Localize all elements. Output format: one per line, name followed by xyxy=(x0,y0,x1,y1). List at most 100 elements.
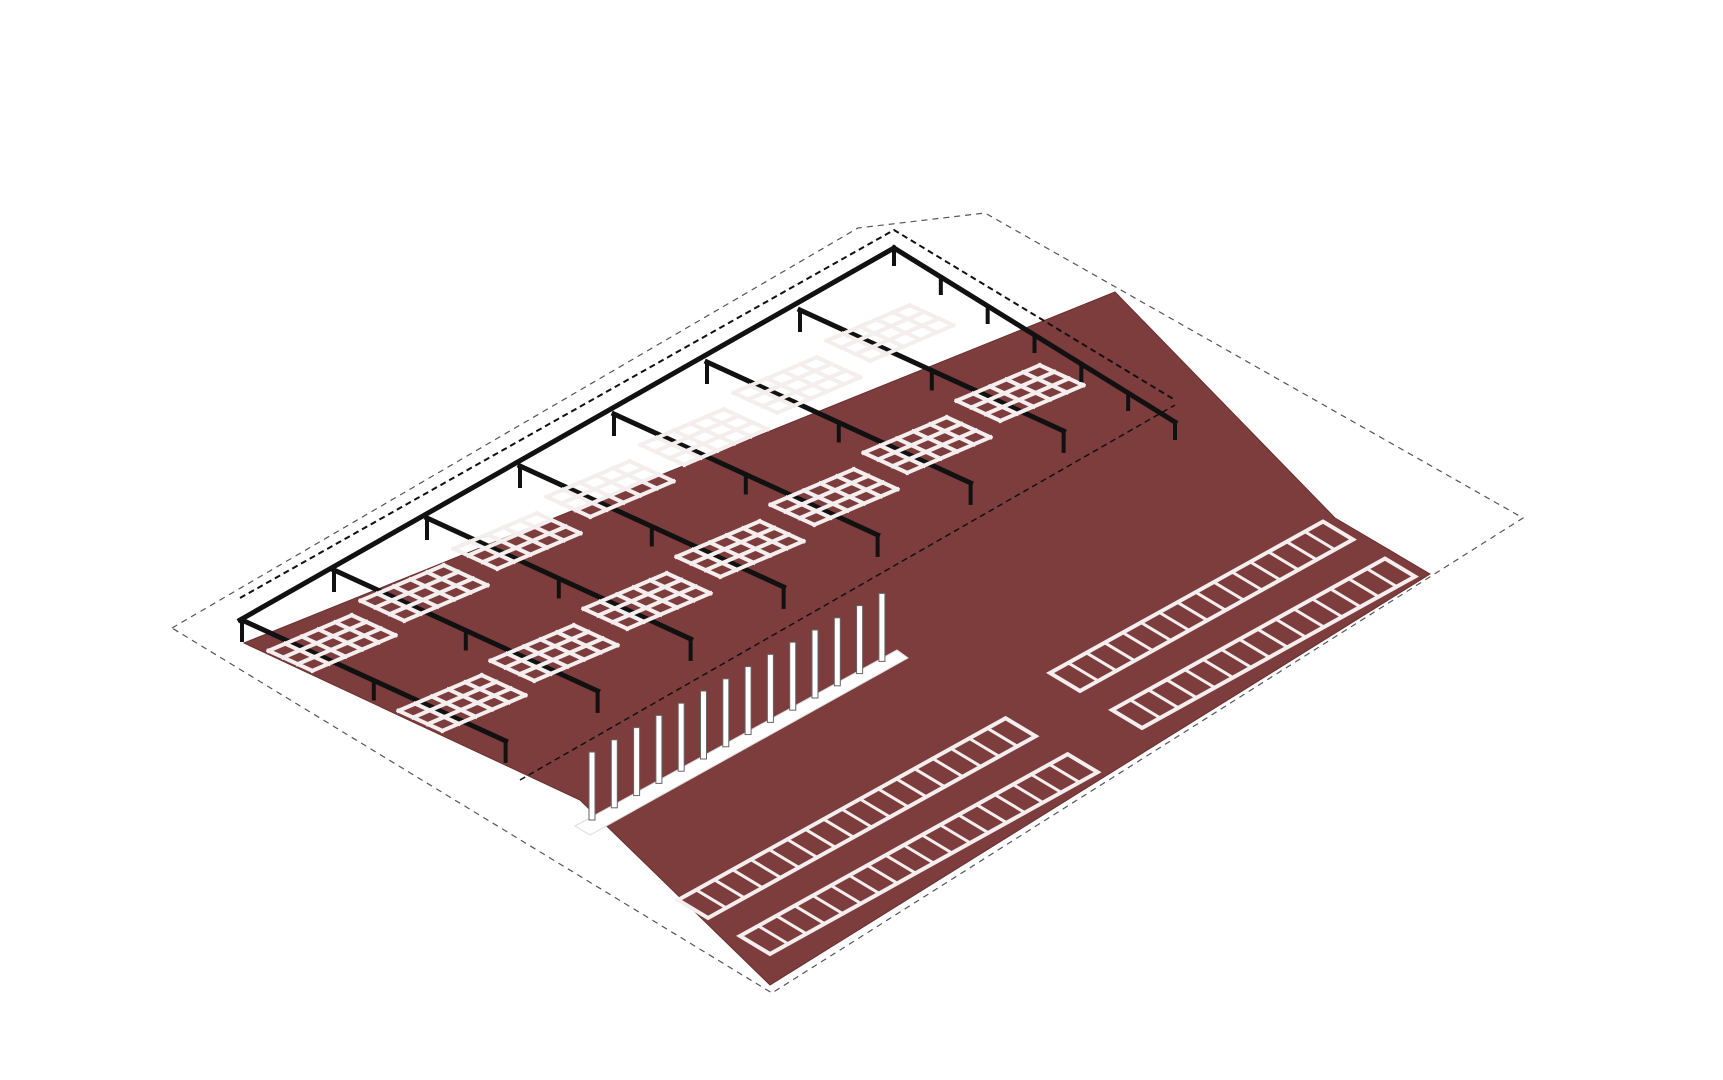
stall-divider xyxy=(1285,540,1318,561)
stall-line xyxy=(614,591,664,618)
column xyxy=(677,702,685,772)
stall-line xyxy=(654,435,704,461)
stall-line xyxy=(554,629,604,655)
column xyxy=(722,678,730,748)
stall-divider xyxy=(1140,621,1172,642)
stall-line xyxy=(543,458,633,500)
stall-divider xyxy=(812,894,844,915)
stall-line xyxy=(688,525,777,567)
stall-line xyxy=(595,577,684,619)
stall-line xyxy=(441,562,491,588)
stall-line xyxy=(332,619,382,645)
stall-line xyxy=(782,473,871,515)
stall-grid xyxy=(487,622,621,684)
stall-line xyxy=(801,487,851,514)
site-boundary-line xyxy=(170,212,1525,994)
stall-divider xyxy=(1293,607,1325,629)
stall-line xyxy=(357,562,447,604)
stall-divider xyxy=(866,864,899,885)
stall-divider xyxy=(994,793,1026,814)
stall-divider xyxy=(1238,638,1271,659)
stall-divider xyxy=(859,797,891,819)
stall-line xyxy=(970,391,1020,417)
stall-line xyxy=(280,619,369,661)
stall-divider xyxy=(1165,678,1198,699)
stall-line xyxy=(740,525,790,551)
stall-line xyxy=(425,685,514,727)
stall-line xyxy=(391,583,441,610)
stall-line xyxy=(407,576,457,603)
stall-grid xyxy=(543,458,677,520)
column xyxy=(633,727,641,797)
stall-line xyxy=(760,367,849,409)
stall-divider xyxy=(957,813,990,835)
stall-line xyxy=(484,531,534,558)
stall-divider xyxy=(757,924,789,946)
stall-line xyxy=(673,554,723,580)
deck-edge-dashed xyxy=(519,404,1176,781)
stall-line xyxy=(987,383,1037,410)
stall-grid xyxy=(357,562,491,624)
stall-line xyxy=(593,472,643,499)
stall-line xyxy=(309,632,399,674)
column xyxy=(856,605,864,675)
stall-line xyxy=(857,323,907,350)
stall-grid xyxy=(637,406,771,468)
stall-line xyxy=(502,629,591,671)
stall-line xyxy=(517,517,567,543)
stall-line xyxy=(764,375,814,402)
stall-divider xyxy=(695,888,727,910)
stall-divider xyxy=(1184,668,1216,689)
stall-divider xyxy=(986,727,1019,748)
stall-line xyxy=(867,322,957,364)
parking-strip xyxy=(736,751,1102,957)
stall-divider xyxy=(804,828,837,849)
stall-divider xyxy=(793,904,826,925)
stall-divider xyxy=(950,747,982,768)
stall-line xyxy=(997,382,1087,424)
stall-line xyxy=(531,642,621,684)
deck-outline-dashed xyxy=(239,228,1176,599)
stall-divider xyxy=(932,757,964,778)
stall-line xyxy=(704,413,754,439)
strip-outline xyxy=(736,751,1102,957)
stall-line xyxy=(745,361,834,403)
stall-line xyxy=(487,658,537,684)
stall-line xyxy=(811,486,901,528)
stall-line xyxy=(537,636,587,663)
stall-line xyxy=(462,679,512,705)
stall-grid xyxy=(673,518,807,580)
stall-divider xyxy=(768,848,800,869)
stall-divider xyxy=(1012,783,1044,804)
stall-line xyxy=(504,651,554,677)
parking-strip xyxy=(1046,519,1357,694)
stall-line xyxy=(834,473,884,499)
stall-grid xyxy=(395,672,529,734)
stall-line xyxy=(814,354,864,380)
stall-line xyxy=(450,546,500,572)
stall-line xyxy=(875,421,964,463)
stall-line xyxy=(730,390,780,416)
stall-line xyxy=(521,643,571,670)
stall-grid xyxy=(767,466,901,528)
stall-line xyxy=(395,708,445,734)
stall-line xyxy=(927,421,977,447)
stall-line xyxy=(707,539,757,566)
stall-line xyxy=(673,518,763,560)
stall-line xyxy=(282,641,332,667)
stall-line xyxy=(500,524,550,551)
stall-divider xyxy=(939,823,971,845)
stall-divider xyxy=(1147,688,1180,710)
stall-divider xyxy=(968,737,1000,758)
stall-line xyxy=(780,368,830,395)
stall-divider xyxy=(1267,550,1300,572)
stall-line xyxy=(424,569,474,595)
stall-divider xyxy=(975,803,1008,824)
stall-line xyxy=(717,538,807,580)
stall-line xyxy=(571,622,621,648)
carport-structures xyxy=(238,302,1087,763)
column xyxy=(610,739,618,809)
stall-line xyxy=(573,471,662,513)
stall-divider xyxy=(1256,627,1289,649)
stall-divider xyxy=(786,838,818,859)
